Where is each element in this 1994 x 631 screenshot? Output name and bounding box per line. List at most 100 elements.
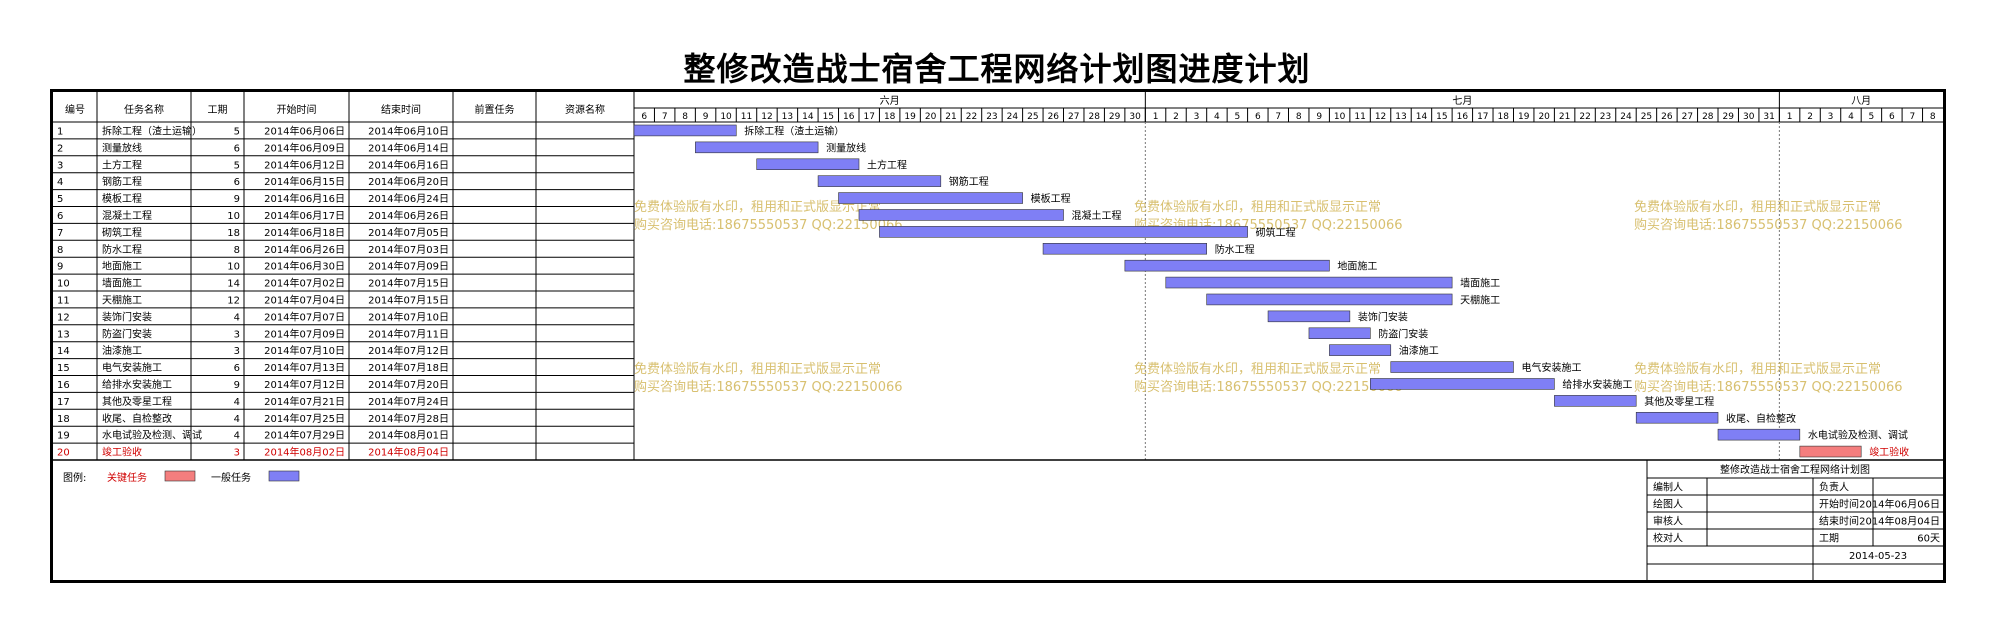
task-name: 电气安装施工	[102, 361, 162, 374]
task-start: 2014年06月09日	[264, 141, 345, 154]
task-start: 2014年08月02日	[264, 446, 345, 459]
task-bar	[1308, 327, 1371, 340]
task-start: 2014年06月30日	[264, 260, 345, 273]
task-end: 2014年07月12日	[368, 344, 449, 357]
task-duration: 3	[234, 329, 240, 340]
column-header: 任务名称	[124, 103, 164, 116]
info-block-cell: 校对人	[1653, 532, 1683, 545]
task-name: 模板工程	[102, 192, 142, 205]
info-block-cell: 负责人	[1819, 481, 1849, 494]
month-label: 七月	[1452, 95, 1472, 107]
day-label: 23	[1600, 112, 1611, 122]
task-duration: 3	[234, 346, 240, 357]
task-bar	[879, 226, 1248, 238]
info-block-cell: 2014年08月04日	[1859, 515, 1940, 528]
task-name: 竣工验收	[102, 446, 142, 459]
task-end: 2014年08月01日	[368, 429, 449, 442]
task-end: 2014年07月24日	[368, 395, 449, 408]
bar-label: 给排水安装施工	[1562, 378, 1632, 391]
day-label: 22	[1579, 112, 1590, 122]
task-start: 2014年07月09日	[264, 327, 345, 340]
day-label: 10	[1334, 112, 1346, 122]
page-title: 整修改造战士宿舍工程网络计划图进度计划	[683, 50, 1311, 88]
task-id: 17	[57, 397, 70, 408]
day-label: 29	[1109, 112, 1121, 122]
task-id: 10	[57, 279, 70, 290]
task-id: 4	[57, 177, 63, 188]
watermark-line1: 免费体验版有水印，租用和正式版显示正常	[634, 199, 881, 215]
task-end: 2014年08月04日	[368, 446, 449, 459]
day-label: 25	[1641, 112, 1652, 122]
task-id: 14	[57, 346, 70, 357]
task-start: 2014年06月12日	[264, 158, 345, 171]
day-label: 22	[966, 112, 977, 122]
column-header: 前置任务	[475, 103, 515, 116]
bar-label: 收尾、自检整改	[1726, 412, 1796, 425]
day-label: 6	[1255, 112, 1261, 122]
day-label: 18	[1498, 112, 1510, 122]
task-start: 2014年07月07日	[264, 310, 345, 323]
task-bar	[695, 141, 819, 154]
day-label: 11	[1354, 112, 1365, 122]
bar-label: 电气安装施工	[1521, 361, 1581, 374]
watermark-line2: 购买咨询电话:18675550537 QQ:22150066	[1634, 379, 1903, 395]
day-label: 4	[1848, 112, 1854, 122]
day-label: 7	[662, 112, 668, 122]
task-bar	[1267, 310, 1351, 323]
task-end: 2014年07月10日	[368, 310, 449, 323]
task-name: 水电试验及检测、调试	[102, 429, 202, 442]
task-start: 2014年06月26日	[264, 243, 345, 256]
task-name: 砌筑工程	[102, 226, 142, 239]
column-header: 编号	[65, 103, 85, 116]
task-end: 2014年07月05日	[368, 226, 449, 239]
task-duration: 10	[227, 211, 240, 222]
bar-label: 装饰门安装	[1358, 310, 1408, 323]
info-block-cell: 结束时间	[1819, 515, 1859, 528]
watermark-line2: 购买咨询电话:18675550537 QQ:22150066	[1634, 217, 1903, 233]
day-label: 17	[863, 112, 874, 122]
task-duration: 18	[227, 228, 240, 239]
task-duration: 14	[227, 279, 240, 290]
task-duration: 4	[234, 431, 240, 442]
day-label: 7	[1275, 112, 1281, 122]
task-bar	[633, 124, 737, 137]
task-duration: 4	[234, 397, 240, 408]
task-id: 20	[57, 448, 70, 459]
day-label: 19	[1518, 112, 1530, 122]
day-label: 18	[884, 112, 896, 122]
task-bar	[858, 209, 1064, 221]
watermark-line1: 免费体验版有水印，租用和正式版显示正常	[1634, 199, 1881, 215]
task-end: 2014年07月11日	[368, 327, 449, 340]
task-bar	[1206, 293, 1453, 306]
task-duration: 5	[234, 127, 240, 138]
watermark-line2: 购买咨询电话:18675550537 QQ:22150066	[634, 217, 903, 233]
day-label: 15	[823, 112, 834, 122]
day-label: 1	[1787, 112, 1793, 122]
task-bar	[1390, 361, 1514, 373]
day-label: 16	[1457, 112, 1469, 122]
bar-label: 水电试验及检测、调试	[1808, 429, 1908, 442]
task-id: 18	[57, 414, 70, 425]
bar-label: 竣工验收	[1869, 446, 1909, 459]
task-start: 2014年06月06日	[264, 125, 345, 138]
task-end: 2014年06月20日	[368, 175, 449, 188]
task-name: 钢筋工程	[102, 175, 142, 188]
info-block-cell: 绘图人	[1653, 498, 1683, 511]
task-end: 2014年07月15日	[368, 277, 449, 290]
day-label: 12	[761, 112, 772, 122]
legend-critical-label: 关键任务	[107, 471, 147, 484]
month-label: 八月	[1851, 95, 1871, 107]
task-id: 5	[57, 194, 63, 205]
day-label: 25	[1027, 112, 1038, 122]
task-name: 给排水安装施工	[102, 378, 172, 391]
day-label: 27	[1068, 112, 1079, 122]
task-start: 2014年07月10日	[264, 344, 345, 357]
task-duration: 10	[227, 262, 240, 273]
task-id: 13	[57, 329, 70, 340]
task-name: 防水工程	[102, 243, 142, 256]
month-label: 六月	[880, 95, 900, 107]
day-label: 17	[1477, 112, 1488, 122]
info-block-cell: 2014年06月06日	[1859, 498, 1940, 511]
legend-critical-swatch	[164, 470, 196, 482]
